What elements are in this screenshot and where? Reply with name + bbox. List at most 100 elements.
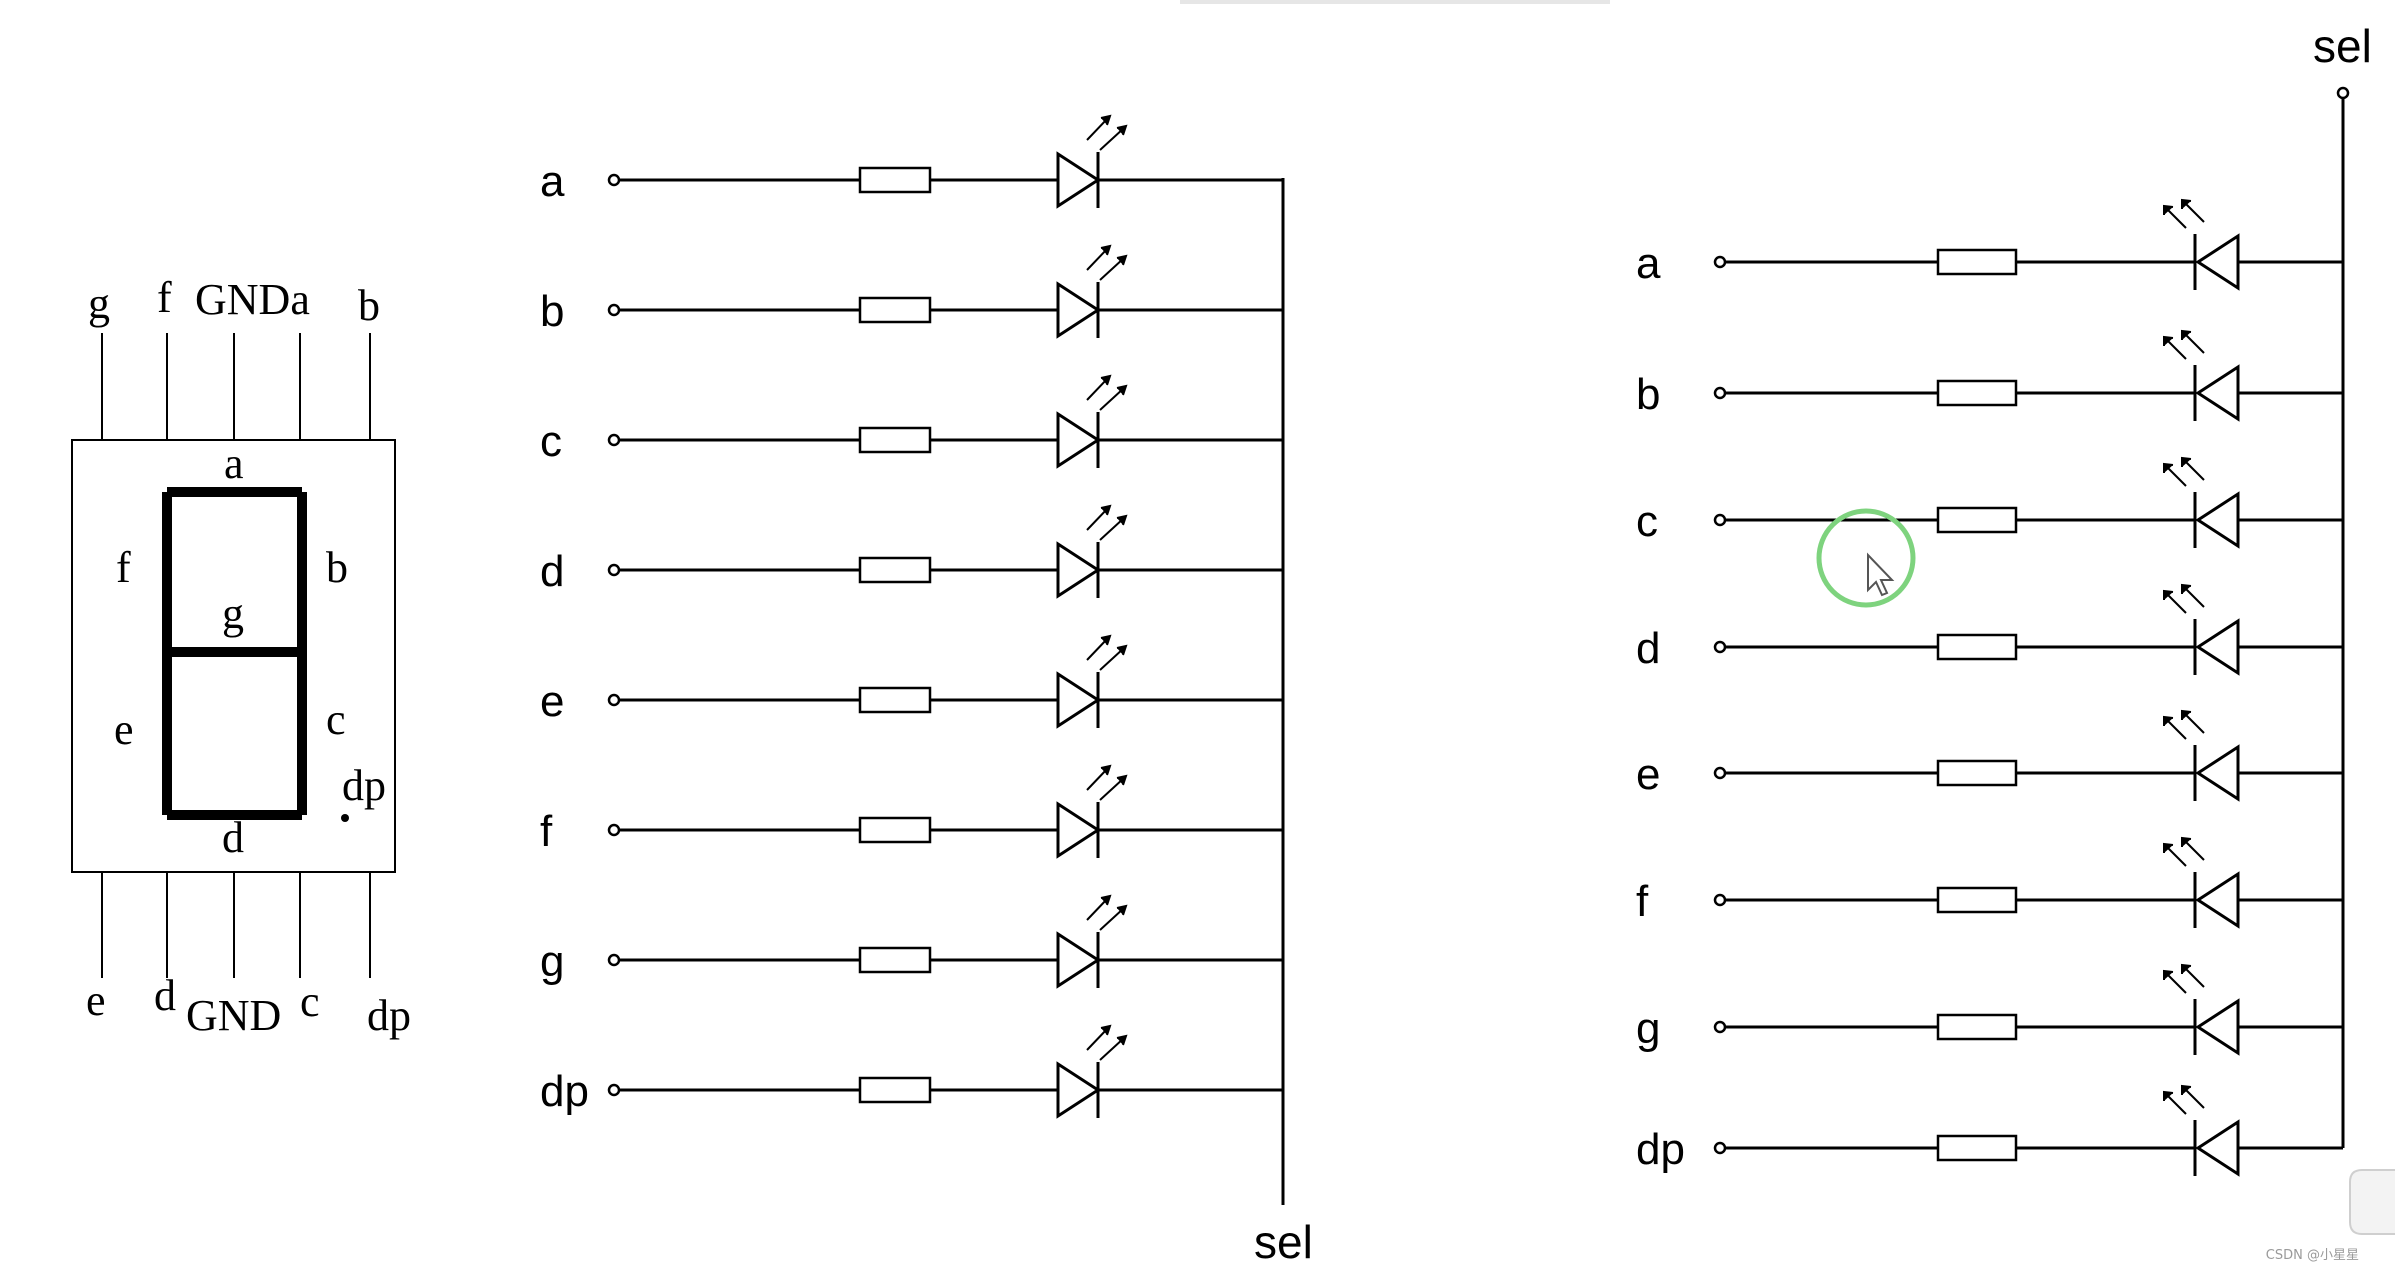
bottom-pin-label: e — [86, 976, 106, 1025]
bottom-pin-label: dp — [367, 991, 411, 1040]
circuit-row — [607, 114, 1283, 209]
segment-label: b — [326, 543, 348, 592]
light-emission-icon — [1086, 244, 1128, 281]
light-emission-icon — [1086, 114, 1128, 151]
row-label: dp — [1636, 1125, 1685, 1174]
resistor — [1936, 506, 2018, 534]
circuit-row — [1713, 709, 2343, 802]
seven-segment-display — [71, 333, 396, 978]
resistor — [1936, 379, 2018, 407]
top-pin-label: f — [157, 273, 172, 322]
row-label: c — [540, 417, 562, 466]
resistor — [858, 556, 932, 584]
top-pin-label: b — [358, 281, 380, 330]
light-emission-icon — [2163, 836, 2205, 867]
segment-label: c — [326, 695, 346, 744]
input-terminal — [1713, 513, 1727, 527]
segment-label: g — [222, 589, 244, 638]
segment-label: dp — [342, 761, 386, 810]
resistor — [858, 166, 932, 194]
light-emission-icon — [1086, 634, 1128, 671]
circuit-row — [1713, 1084, 2343, 1177]
circuit-row — [1713, 583, 2343, 676]
resistor — [1936, 886, 2018, 914]
light-emission-icon — [1086, 764, 1128, 801]
input-terminal — [1713, 766, 1727, 780]
led-diode-icon — [2195, 491, 2240, 549]
scroll-handle[interactable] — [2349, 1169, 2395, 1235]
row-label: g — [1636, 1004, 1660, 1053]
right-sel-label: sel — [2313, 20, 2372, 72]
light-emission-icon — [2163, 709, 2205, 740]
light-emission-icon — [2163, 583, 2205, 614]
circuit-row — [607, 1024, 1283, 1119]
input-terminal — [607, 1083, 621, 1097]
led-diode-icon — [1056, 801, 1101, 859]
row-label: g — [540, 937, 564, 986]
row-label: b — [1636, 370, 1660, 419]
row-label: d — [540, 547, 564, 596]
segment-label: e — [114, 705, 134, 754]
bottom-pin-label: c — [300, 977, 320, 1026]
led-diode-icon — [2195, 744, 2240, 802]
row-label: f — [540, 807, 553, 856]
light-emission-icon — [2163, 963, 2205, 994]
circuit-row — [607, 244, 1283, 339]
led-diode-icon — [2195, 998, 2240, 1056]
resistor — [1936, 1013, 2018, 1041]
led-diode-icon — [1056, 411, 1101, 469]
led-diode-icon — [1056, 1061, 1101, 1119]
row-label: f — [1636, 877, 1649, 926]
circuit-row — [607, 764, 1283, 859]
light-emission-icon — [2163, 198, 2205, 229]
led-diode-icon — [2195, 618, 2240, 676]
circuit-row — [1713, 198, 2343, 291]
row-label: b — [540, 287, 564, 336]
led-diode-icon — [2195, 1119, 2240, 1177]
input-terminal — [607, 303, 621, 317]
circuit-row — [607, 894, 1283, 989]
resistor — [858, 946, 932, 974]
led-diode-icon — [1056, 671, 1101, 729]
light-emission-icon — [2163, 329, 2205, 360]
input-terminal — [607, 433, 621, 447]
led-diode-icon — [2195, 233, 2240, 291]
input-terminal — [1713, 1020, 1727, 1034]
mouse-cursor-icon — [1816, 508, 1916, 608]
top-scroll-bar[interactable] — [1180, 0, 1610, 4]
input-terminal — [607, 563, 621, 577]
led-diode-icon — [1056, 151, 1101, 209]
row-label: c — [1636, 497, 1658, 546]
segment-label: d — [222, 813, 244, 862]
circuit-row — [1713, 456, 2343, 549]
light-emission-icon — [1086, 504, 1128, 541]
resistor — [1936, 633, 2018, 661]
light-emission-icon — [2163, 456, 2205, 487]
led-diode-icon — [1056, 931, 1101, 989]
input-terminal — [1713, 893, 1727, 907]
circuit-row — [607, 374, 1283, 469]
watermark: CSDN @小星星 — [2265, 1248, 2359, 1263]
input-terminal — [1713, 1141, 1727, 1155]
input-terminal — [1713, 640, 1727, 654]
resistor — [1936, 248, 2018, 276]
input-terminal — [607, 823, 621, 837]
sel-terminal — [2336, 86, 2350, 100]
circuit-row — [607, 504, 1283, 599]
input-terminal — [607, 173, 621, 187]
circuit-row — [1713, 329, 2343, 422]
resistor — [858, 816, 932, 844]
resistor — [1936, 1134, 2018, 1162]
middle-sel-label: sel — [1254, 1216, 1313, 1268]
bottom-pin-label: GND — [186, 991, 281, 1040]
input-terminal — [607, 693, 621, 707]
input-terminal — [607, 953, 621, 967]
row-label: d — [1636, 624, 1660, 673]
segment-dp — [341, 814, 349, 822]
light-emission-icon — [2163, 1084, 2205, 1115]
led-diode-icon — [2195, 364, 2240, 422]
light-emission-icon — [1086, 1024, 1128, 1061]
